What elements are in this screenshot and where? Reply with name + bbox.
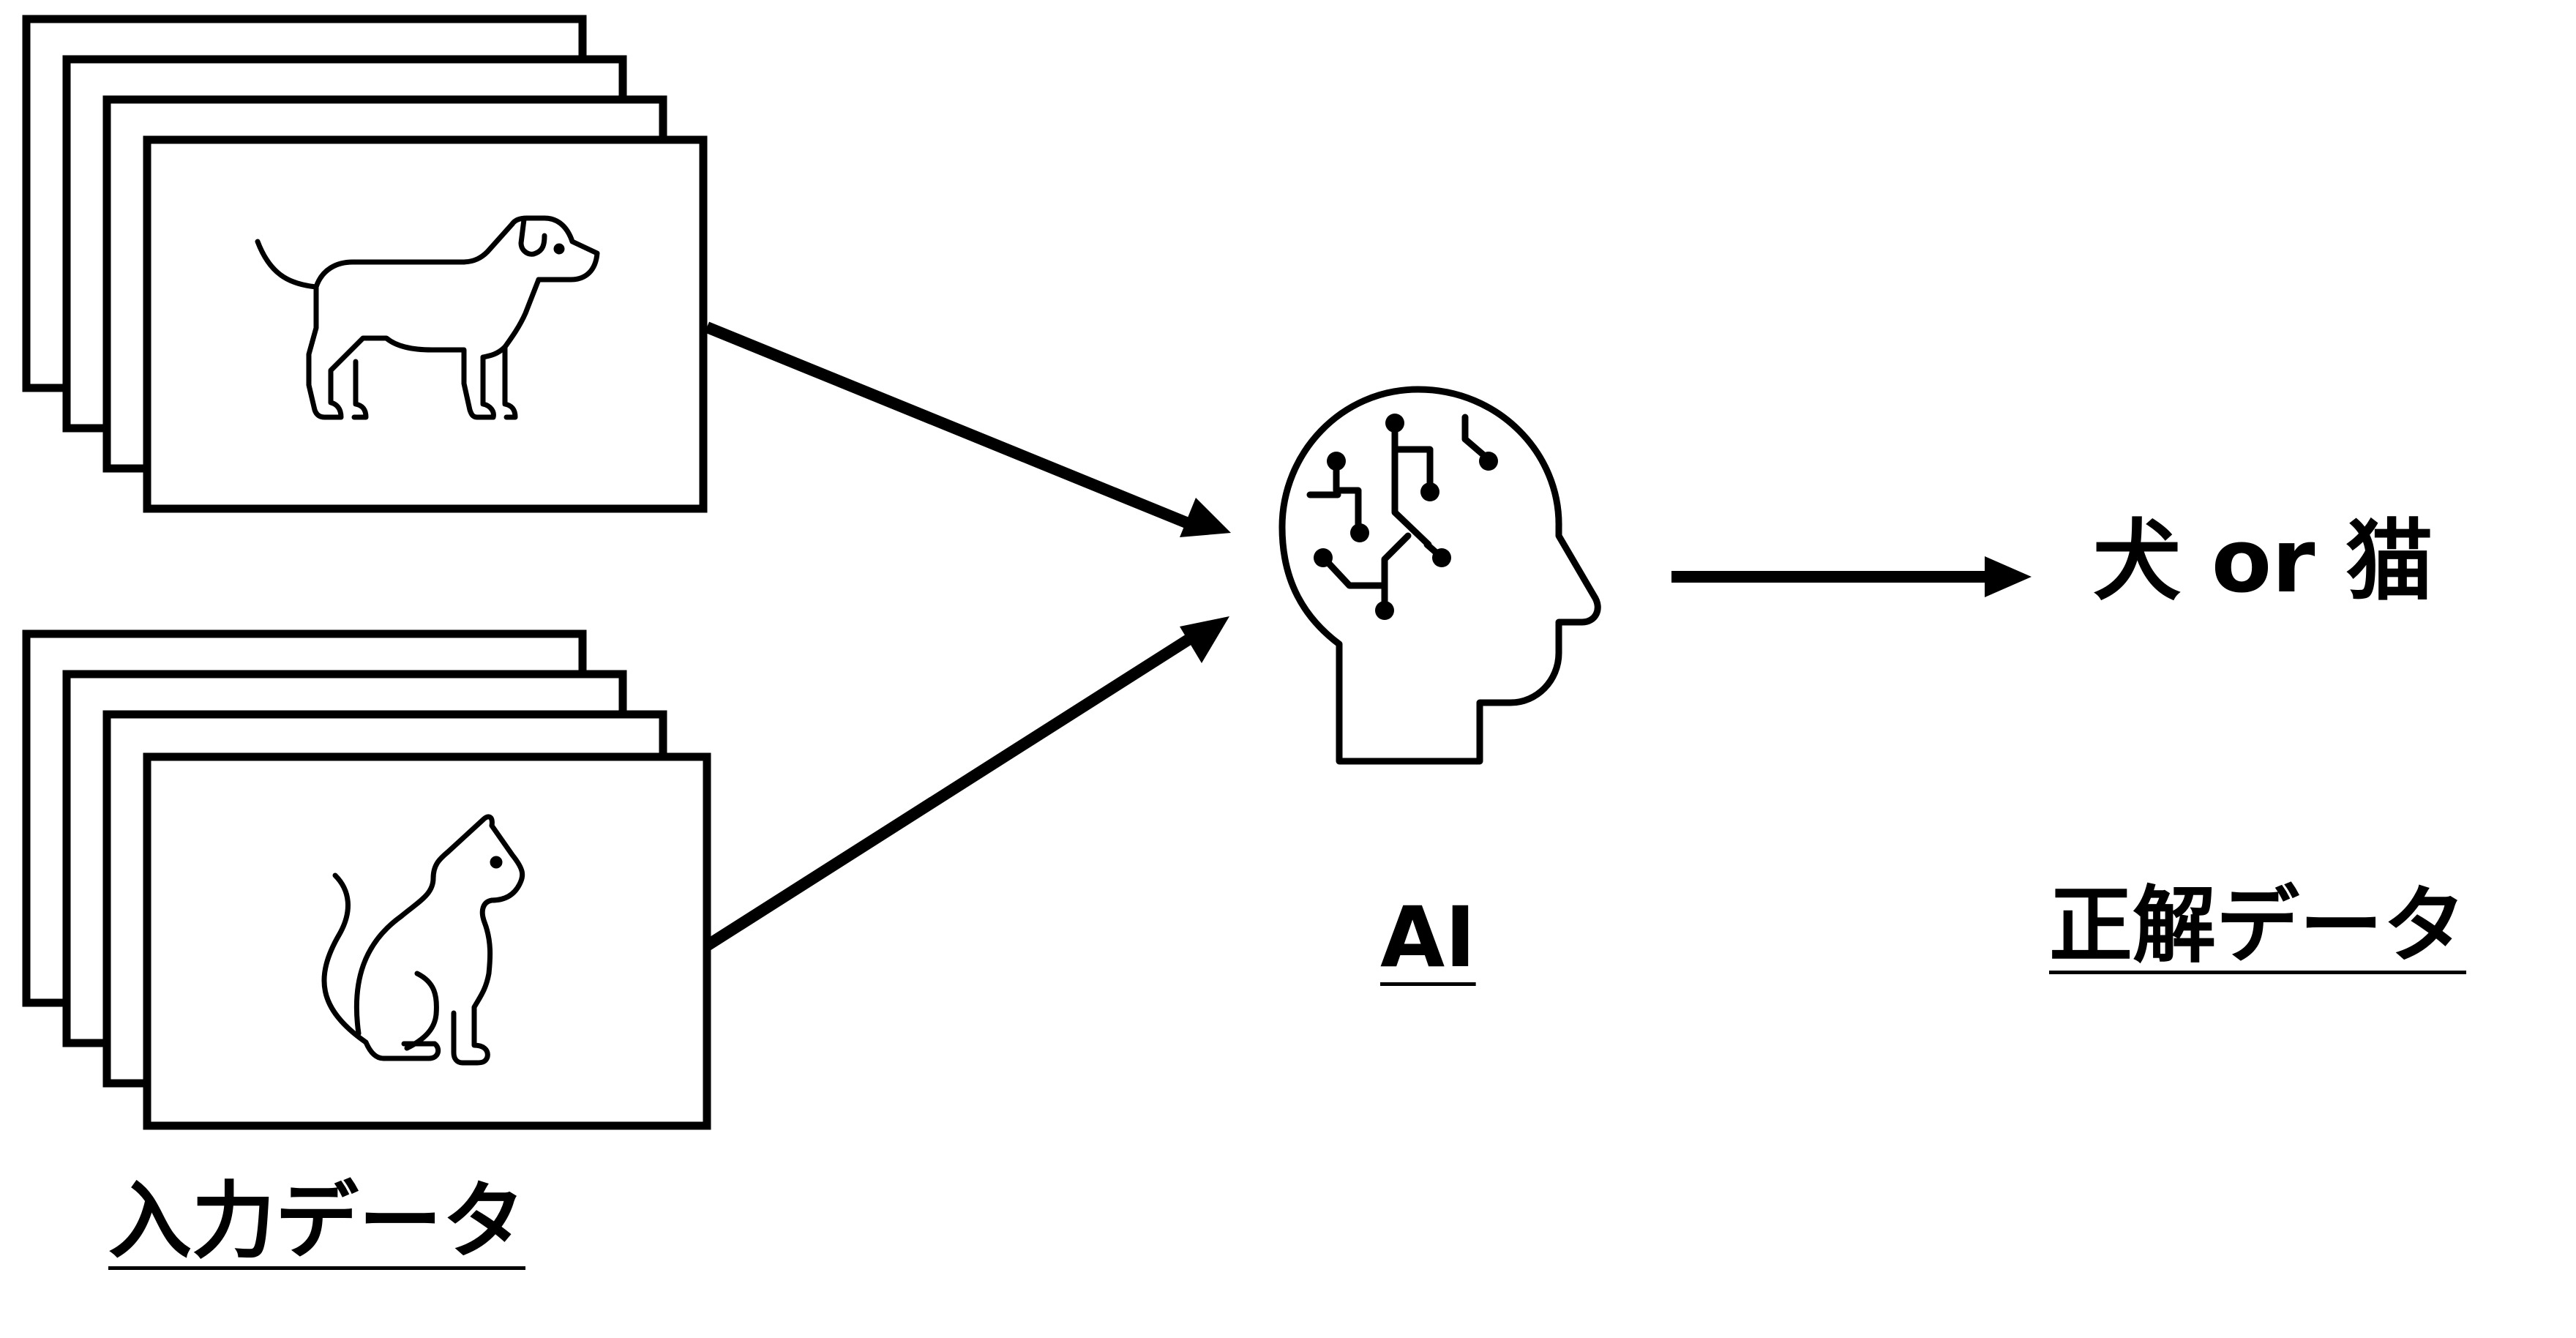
dog-icon: [255, 215, 600, 420]
ground-truth-label: 正解データ: [2049, 877, 2467, 974]
cat-card-front: [143, 752, 711, 1130]
cat-icon: [321, 814, 525, 1066]
dog-image-stack: [22, 15, 708, 513]
arrow-cat-to-ai: [703, 616, 1229, 951]
ai-head-icon: [1278, 386, 1601, 765]
output-label: 犬 or 猫: [2093, 511, 2434, 613]
input-data-label: 入力データ: [108, 1173, 526, 1270]
cat-image-stack: [22, 629, 711, 1130]
ai-label: AI: [1380, 889, 1476, 986]
dog-card-front: [143, 135, 708, 513]
arrow-ai-to-output: [1671, 556, 2032, 597]
arrow-dog-to-ai: [704, 321, 1231, 537]
